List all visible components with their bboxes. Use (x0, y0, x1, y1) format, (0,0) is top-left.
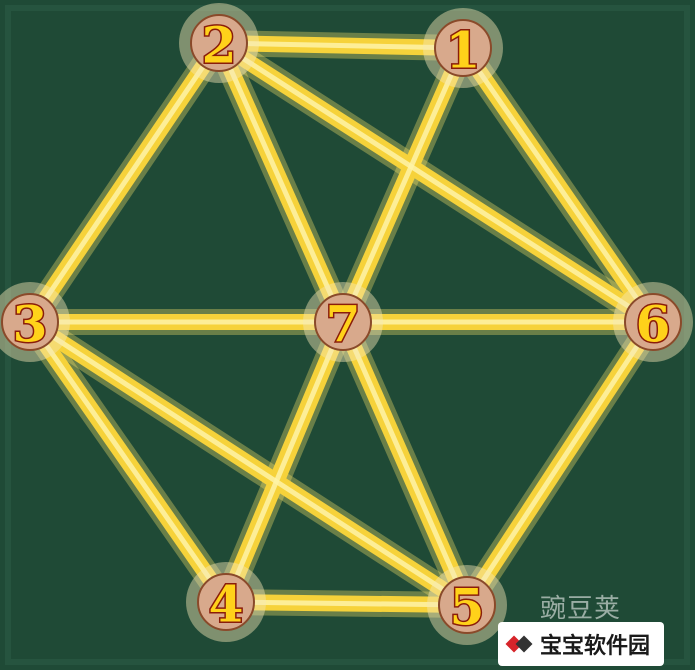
edge-hi-2-6 (216, 40, 656, 325)
edge-hi-3-5 (27, 319, 470, 608)
edge-hi-1-7 (340, 45, 466, 325)
node-disc (1, 293, 59, 351)
node-5-label: 5 (450, 578, 485, 637)
node-6[interactable]: 6 (613, 282, 693, 362)
node-disc (438, 576, 496, 634)
edge-hi-4-5 (223, 599, 470, 608)
node-1-label: 1 (446, 21, 481, 80)
node-disc (197, 573, 255, 631)
edge-hi-6-5 (464, 319, 656, 608)
edge-hi-7-5 (340, 319, 470, 608)
node-layer: 2 1 3 7 6 4 5 (0, 3, 693, 645)
edge-hi-7-4 (223, 319, 346, 605)
node-disc (314, 293, 372, 351)
node-3-label: 3 (13, 295, 48, 354)
node-disc (434, 19, 492, 77)
edge-hi-2-7 (216, 40, 346, 325)
site-logo-icon (506, 631, 532, 657)
node-4-label: 4 (209, 575, 244, 634)
node-4[interactable]: 4 (186, 562, 266, 642)
node-7-label: 7 (326, 295, 361, 354)
edge-hi-1-6 (460, 45, 656, 325)
edge-hi-3-4 (27, 319, 229, 605)
node-disc (190, 14, 248, 72)
node-7[interactable]: 7 (303, 282, 383, 362)
watermark-bottom: 宝宝软件园 (540, 634, 651, 659)
node-5[interactable]: 5 (427, 565, 507, 645)
node-1[interactable]: 1 (423, 8, 503, 88)
node-2[interactable]: 2 (179, 3, 259, 83)
node-6-label: 6 (636, 295, 671, 354)
edge-hi-2-1 (216, 40, 466, 51)
node-disc (624, 293, 682, 351)
watermark-top: 豌豆荚 (540, 594, 622, 624)
node-2-label: 2 (202, 16, 237, 75)
edge-hi-2-3 (27, 40, 222, 325)
node-3[interactable]: 3 (0, 282, 70, 362)
edge-highlight-layer (27, 40, 656, 608)
watermark-badge: 宝宝软件园 (498, 622, 665, 666)
